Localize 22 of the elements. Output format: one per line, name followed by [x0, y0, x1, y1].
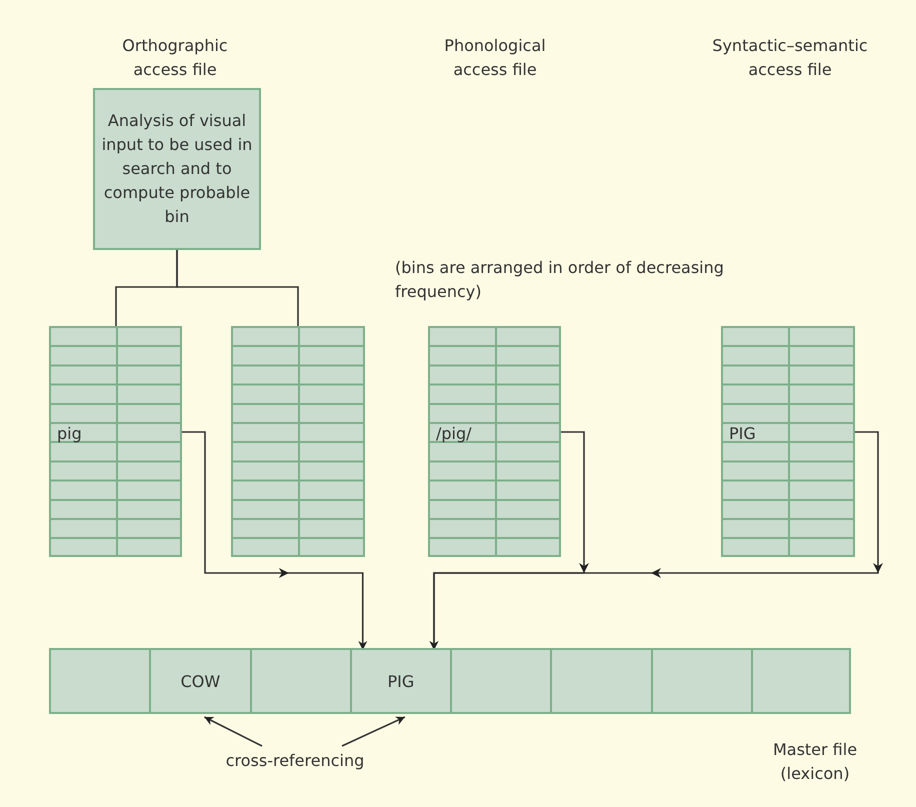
column-heading: Phonological access file: [443, 35, 547, 81]
bin-entry: /pig/: [436, 424, 472, 443]
lexicon-entry: PIG: [350, 650, 450, 712]
note-text: (bins are arranged in order of decreasing frequency): [395, 257, 725, 303]
bin-table: [49, 326, 182, 557]
connector-line: [176, 250, 299, 326]
column-heading: Syntactic–semantic access file: [711, 35, 869, 81]
arrow: [182, 431, 368, 650]
cross-reference-note: cross-referencing: [210, 748, 380, 774]
column-heading: Orthographic access file: [121, 35, 229, 81]
bin-entry: pig: [57, 424, 82, 443]
arrow: [342, 716, 406, 747]
process-box: Analysis of visual input to be used in search and to compute probable bin: [93, 88, 261, 250]
arrow: [430, 431, 883, 650]
lexicon-entry: COW: [149, 650, 250, 712]
arrow: [204, 716, 262, 747]
master-file-strip: [49, 648, 851, 714]
bin-table: [231, 326, 365, 557]
bin-table: [721, 326, 855, 557]
bin-table: [428, 326, 561, 557]
caption-text: Master file (lexicon): [772, 739, 858, 785]
bin-entry: PIG: [729, 424, 756, 443]
